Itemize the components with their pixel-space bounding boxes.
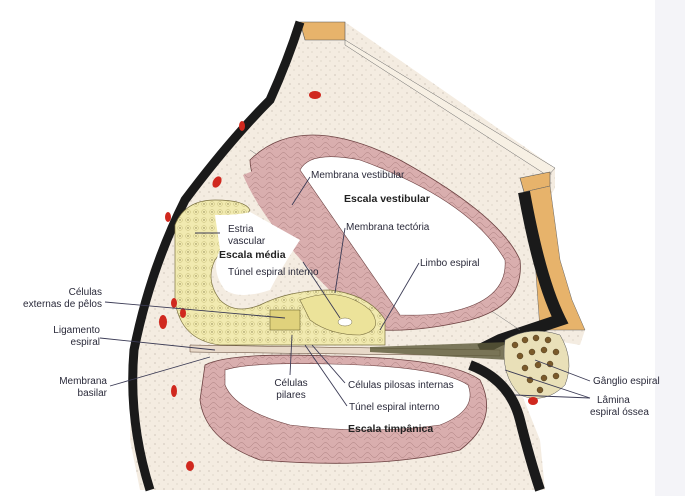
label-tunel-espiral-interno-bottom: Túnel espiral interno bbox=[349, 402, 440, 413]
label-estria-vascular-2: vascular bbox=[228, 236, 266, 247]
label-escala-timpanica: Escala timpânica bbox=[348, 423, 433, 435]
label-celulas-externas-2: externas de pêlos bbox=[23, 299, 102, 310]
label-ligamento-espiral-2: espiral bbox=[71, 337, 100, 348]
label-membrana-basilar-1: Membrana bbox=[59, 376, 107, 387]
label-celulas-pilares-1: Células bbox=[274, 378, 307, 389]
label-celulas-pilares-2: pilares bbox=[276, 390, 305, 401]
bone-cut-top bbox=[300, 22, 345, 40]
label-membrana-basilar-2: basilar bbox=[78, 388, 108, 399]
scala-timpanica bbox=[200, 355, 487, 463]
hair-cells bbox=[270, 310, 300, 330]
label-membrana-tectoria: Membrana tectória bbox=[346, 222, 430, 233]
label-estria-vascular-1: Estria bbox=[228, 224, 254, 235]
label-limbo-espiral: Limbo espiral bbox=[420, 258, 479, 269]
label-lamina-espiral-2: espiral óssea bbox=[590, 407, 649, 418]
label-ganglio-espiral: Gânglio espiral bbox=[593, 376, 660, 387]
page-edge bbox=[655, 0, 685, 496]
label-membrana-vestibular: Membrana vestibular bbox=[311, 170, 405, 181]
label-tunel-espiral-interno-top: Túnel espiral interno bbox=[228, 267, 319, 278]
label-celulas-pilosas-internas: Células pilosas internas bbox=[348, 380, 454, 391]
label-escala-media: Escala média bbox=[219, 249, 286, 261]
label-lamina-espiral-1: Lâmina bbox=[597, 395, 630, 406]
label-escala-vestibular: Escala vestibular bbox=[344, 193, 430, 205]
label-celulas-externas-1: Células bbox=[69, 287, 102, 298]
label-ligamento-espiral-1: Ligamento bbox=[53, 325, 100, 336]
